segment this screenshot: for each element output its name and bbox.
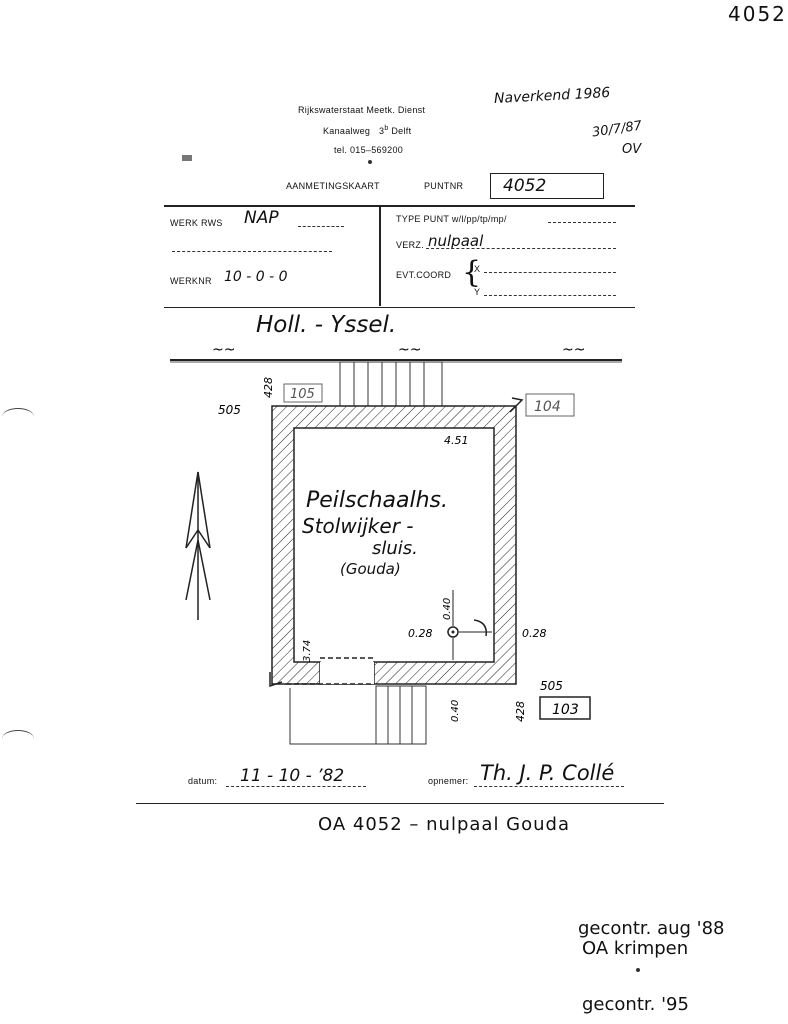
check-note-1-line2: OA krimpen — [582, 938, 689, 959]
ref-box-105 — [283, 383, 323, 403]
address-street: Kanaalweg — [323, 126, 371, 136]
address-sup: b — [384, 125, 389, 132]
door-opening — [320, 662, 374, 684]
check-dot — [636, 968, 640, 972]
org-line: Rijkswaterstaat Meetk. Dienst — [298, 105, 426, 115]
water-mark-3: ~~ — [562, 342, 585, 358]
river-label: Holl. - Yssel. — [256, 312, 397, 338]
check-note-2: gecontr. '95 — [582, 994, 689, 1015]
verz-value: nulpaal — [428, 232, 484, 250]
arrow-to-104 — [509, 397, 524, 413]
form-divider — [379, 206, 381, 306]
address-city: Delft — [391, 126, 412, 136]
dim-505-bottom: 505 — [540, 679, 563, 693]
coord-brace: { — [462, 255, 482, 290]
werk-label: WERK RWS — [170, 218, 223, 228]
coord-x-dash — [484, 272, 616, 273]
binder-hole-1 — [2, 408, 34, 425]
coord-label: EVT.COORD — [396, 270, 452, 280]
dim-040-up: 0.40 — [442, 598, 453, 620]
north-arrow — [185, 471, 211, 620]
ref-104: 104 — [534, 399, 561, 415]
card-title: AANMETINGSKAART — [286, 181, 380, 191]
werknr-value: 10 - 0 - 0 — [224, 269, 288, 285]
ref-105: 105 — [290, 387, 315, 402]
werk-value: NAP — [244, 208, 279, 228]
hole-punch-mark — [182, 155, 192, 161]
footer-rule — [136, 803, 664, 804]
puntnr-label: PUNTNR — [424, 181, 464, 191]
ref-103: 103 — [552, 702, 579, 718]
opnemer-dash-line — [474, 786, 624, 787]
arrow-bottom-left — [269, 672, 283, 688]
right-angle-arc — [473, 619, 487, 637]
dim-028-right: 0.28 — [522, 627, 547, 640]
address-line: Kanaalweg 3b Delft — [323, 125, 411, 136]
address-number: 3 — [379, 126, 385, 136]
caption: OA 4052 – nulpaal Gouda — [318, 814, 570, 835]
datum-value: 11 - 10 - ’82 — [240, 766, 345, 786]
building-label-4: (Gouda) — [340, 560, 401, 578]
dim-028-left: 0.28 — [408, 627, 433, 640]
datum-dash-line — [226, 786, 366, 787]
verified-initials: OV — [622, 142, 642, 157]
water-mark-1: ~~ — [212, 342, 235, 358]
water-mark-2: ~~ — [398, 342, 421, 358]
dim-040-down: 0.40 — [450, 700, 461, 722]
coord-y-label: Y — [474, 287, 481, 297]
nulpaal-point — [447, 626, 459, 638]
phone-line: tel. 015–569200 — [334, 145, 404, 155]
dim-428-bottom: 428 — [514, 701, 527, 722]
ref-box-103 — [539, 696, 591, 720]
nulpaal-dot — [451, 630, 455, 634]
form-table — [164, 205, 635, 308]
building-label-3: sluis. — [372, 538, 418, 559]
datum-label: datum: — [188, 776, 218, 786]
verz-label: VERZ. — [396, 240, 425, 250]
puntnr-value: 4052 — [490, 173, 604, 199]
binder-hole-2 — [2, 730, 34, 747]
stairs-top — [339, 361, 443, 407]
corner-point-number: 4052 — [728, 2, 787, 26]
dim-374: 3.74 — [302, 640, 313, 662]
dim-505-top: 505 — [218, 403, 241, 417]
platform-outline — [289, 688, 376, 745]
werknr-label: WERKNR — [170, 276, 212, 286]
dim-428-top: 428 — [262, 377, 275, 398]
dot-mark — [368, 160, 372, 164]
building-label-1: Peilschaalhs. — [306, 488, 449, 513]
werk-dash-line — [298, 226, 344, 227]
stairs-bottom — [375, 685, 427, 745]
building-label-2: Stolwijker - — [302, 514, 414, 538]
type-dash-line — [548, 222, 616, 223]
opnemer-label: opnemer: — [428, 776, 469, 786]
verz-dash-line — [426, 248, 616, 249]
coord-x-label: X — [474, 264, 481, 274]
opnemer-value: Th. J. P. Collé — [480, 761, 615, 785]
ref-box-104 — [525, 393, 575, 417]
dim-451: 4.51 — [444, 434, 469, 447]
werk-dash-line-2 — [172, 251, 332, 252]
coord-y-dash — [484, 295, 616, 296]
check-note-1-line1: gecontr. aug '88 — [578, 918, 725, 939]
type-punt-label: TYPE PUNT w/l/pp/tp/mp/ — [396, 214, 507, 224]
